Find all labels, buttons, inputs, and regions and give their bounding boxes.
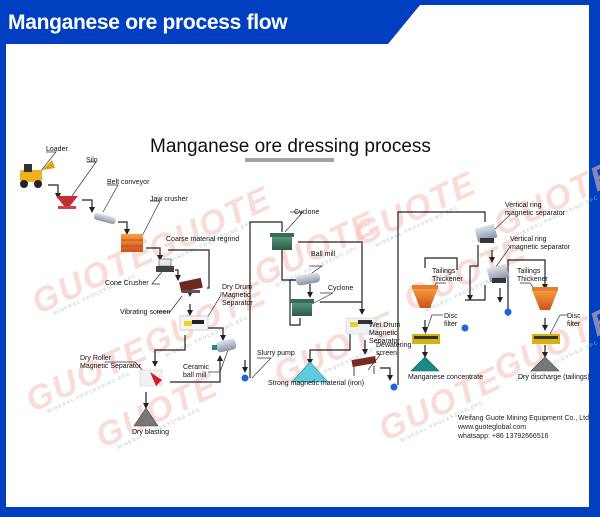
label-cone-crusher: Cone Crusher (105, 280, 149, 287)
label-coarse-regrind: Coarse material regrind (166, 236, 240, 243)
flow-line (298, 241, 365, 315)
flow-line (208, 327, 226, 341)
pump-line (249, 221, 283, 378)
label-cyclone-2: Cyclone (328, 285, 354, 292)
silo-icon (56, 196, 78, 209)
slurry-pump-icon (504, 308, 512, 316)
header-banner: Manganese ore process flow (0, 0, 600, 44)
flow-line (281, 250, 300, 281)
vertical-ring-separator-icon (486, 263, 510, 283)
label-belt-conveyor: Belt conveyor (107, 179, 150, 186)
label-dry-roller-separator: Dry Roller Magnetic Separator (80, 355, 142, 370)
label-tailings-thickener-2: Tailings Thickener (517, 268, 548, 283)
manganese-concentrate-pile (410, 356, 440, 372)
flow-line (118, 221, 130, 235)
flow-line (307, 333, 351, 365)
slurry-pump-icon (461, 324, 469, 332)
company-info: Weifang Guote Mining Equipment Co., Ltd … (458, 414, 589, 441)
label-manganese-concentrate: Manganese concentrate (408, 374, 484, 381)
dewatering-screen-icon (351, 355, 377, 376)
label-ceramic-ball-mill: Ceramic ball mill (183, 364, 210, 379)
label-disc-filter-1: Disc filter (444, 313, 458, 328)
slurry-pump-icon (241, 374, 249, 382)
label-dewatering-screen: Dewatering screen (376, 342, 412, 357)
disc-filter-icon (412, 334, 440, 344)
header-shape (388, 5, 600, 44)
label-strong-magnetic-material: Strong magnetic material (iron) (268, 380, 365, 387)
flow-line (82, 199, 95, 213)
tailings-pile (530, 356, 560, 372)
label-ball-mill: Ball mill (311, 251, 336, 258)
label-dry-blasting: Dry blasting (132, 429, 169, 436)
ball-mill-icon (295, 272, 321, 286)
label-silo: Silo (86, 157, 98, 164)
pump-line (397, 211, 486, 385)
tailings-thickener-icon (532, 287, 558, 310)
vibrating-screen-icon (179, 277, 203, 293)
company-name: Weifang Guote Mining Equipment Co., Ltd (458, 415, 590, 422)
company-whatsapp: whatsapp: +86 13792666516 (458, 433, 549, 440)
loader-icon (20, 160, 55, 188)
flow-line (507, 259, 548, 316)
label-dry-drum-separator: Dry Drum Magnetic Separator (222, 284, 253, 307)
slurry-pump-icon (390, 383, 398, 391)
label-vertical-ring-1: Vertical ring magnetic separator (505, 202, 565, 217)
label-loader: Loader (46, 146, 68, 153)
belt-conveyor-icon (94, 212, 116, 225)
flow-line (152, 335, 186, 367)
flow-line (289, 279, 301, 326)
dry-blasting-pile (133, 407, 159, 427)
label-cyclone-1: Cyclone (294, 209, 320, 216)
flow-line (170, 355, 223, 383)
cone-crusher-icon (156, 258, 174, 272)
label-disc-filter-2: Disc filter (567, 313, 581, 328)
cyclone-icon (270, 233, 294, 250)
wet-drum-separator-icon (345, 317, 377, 335)
flow-line (424, 257, 458, 270)
label-wet-drum-separator: Wet Drum Magnetic Separator (369, 322, 401, 345)
label-vertical-ring-2: Vertical ring magnetic separator (510, 236, 570, 251)
flow-line (467, 245, 479, 301)
iron-concentrate-pile (291, 361, 329, 383)
label-jaw-crusher: Jaw crusher (150, 196, 188, 203)
label-dry-discharge: Dry discharge (tailings) (518, 374, 590, 381)
ceramic-ball-mill-icon (212, 338, 237, 353)
flow-line (465, 285, 486, 301)
label-tailings-thickener-1: Tailings Thickener (432, 268, 463, 283)
vertical-ring-separator-icon (474, 223, 498, 243)
label-vibrating-screen: Vibrating screen (120, 309, 171, 316)
dry-drum-separator-icon (179, 315, 209, 331)
flow-line (380, 367, 393, 381)
company-website[interactable]: www.guoteglobal.com (458, 424, 527, 431)
tailings-thickener-icon (412, 285, 438, 308)
disc-filter-icon (532, 334, 560, 344)
page-title: Manganese ore process flow (8, 11, 288, 34)
jaw-crusher-icon (121, 234, 143, 252)
diagram-title: Manganese ore dressing process (150, 136, 431, 157)
label-slurry-pump: Slurry pump (257, 350, 295, 357)
dry-roller-separator-icon (139, 369, 163, 387)
flow-line (48, 184, 61, 199)
flow-line (175, 269, 181, 281)
cyclone-icon (290, 299, 314, 316)
regrind-line (168, 249, 210, 289)
flow-line (146, 247, 163, 261)
